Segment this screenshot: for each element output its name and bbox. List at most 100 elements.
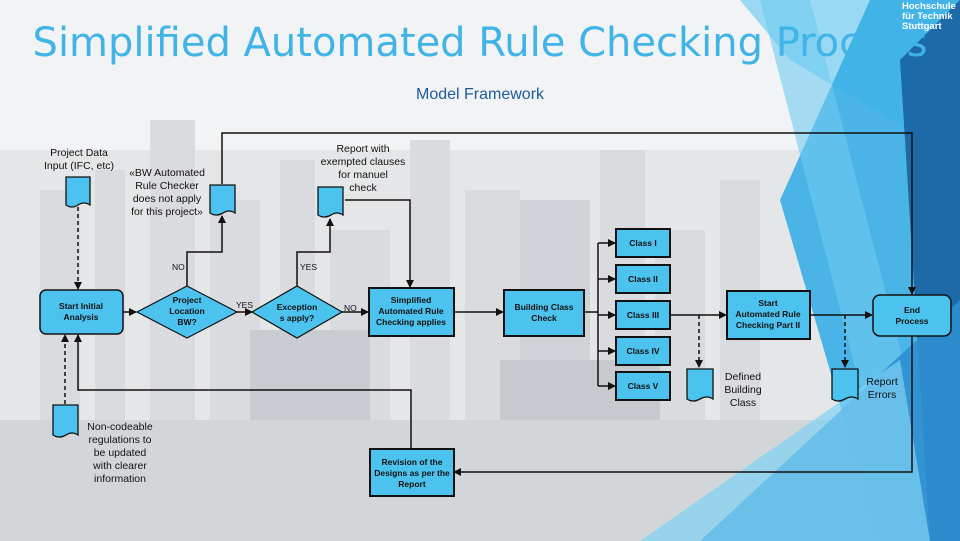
- report-errors-document-icon: [831, 368, 859, 402]
- class-2-node[interactable]: Class II: [615, 264, 671, 294]
- note-line: information: [94, 473, 146, 485]
- node-label: Automated Rule: [735, 309, 800, 319]
- class-1-node[interactable]: Class I: [615, 228, 671, 258]
- note-line: Rule Checker: [135, 180, 199, 192]
- note-line: exempted clauses: [320, 156, 406, 168]
- logo-line: Hochschule: [902, 1, 956, 12]
- svg-text:Checking applies: Checking applies: [376, 317, 446, 327]
- svg-text:Project: Project: [173, 295, 202, 305]
- project-data-document-icon: [65, 176, 91, 208]
- edge-exceptions-yes: [296, 218, 334, 286]
- report-errors-label: Report Errors: [858, 376, 906, 402]
- note-line: Project Data: [50, 147, 108, 159]
- class-5-node[interactable]: Class V: [615, 371, 671, 401]
- note-line: for this project»: [131, 206, 203, 218]
- end-process-node[interactable]: End Process: [872, 294, 952, 337]
- bw-checker-document-icon: [209, 184, 236, 216]
- node-label: Class II: [628, 274, 658, 284]
- node-label: End: [904, 305, 920, 315]
- edge-location-no: [186, 215, 226, 286]
- note-line: «BW Automated: [129, 167, 205, 179]
- node-label: Start Initial: [59, 301, 103, 311]
- class-4-node[interactable]: Class IV: [615, 336, 671, 366]
- node-label: Check: [531, 313, 557, 323]
- revision-node[interactable]: Revision of the Designs as per the Repor…: [369, 448, 455, 497]
- svg-text:Designs as per the: Designs as per the: [374, 468, 450, 478]
- project-data-label: Project Data Input (IFC, etc): [38, 147, 120, 173]
- svg-text:Start: Start: [758, 298, 778, 308]
- node-label: Class IV: [626, 346, 659, 356]
- note-line: check: [349, 182, 377, 194]
- node-label: Exception: [277, 302, 318, 312]
- edge-report-simplified: [345, 199, 414, 288]
- svg-text:Check: Check: [531, 313, 557, 323]
- node-label: Automated Rule: [378, 306, 443, 316]
- edge-end-revision: [453, 336, 913, 476]
- node-label: Class I: [629, 238, 656, 248]
- note-line: for manuel: [338, 169, 388, 181]
- svg-text:BW?: BW?: [177, 317, 196, 327]
- class-3-node[interactable]: Class III: [615, 300, 671, 330]
- node-label: Class V: [628, 381, 659, 391]
- note-line: with clearer: [93, 460, 147, 472]
- svg-text:s apply?: s apply?: [280, 313, 314, 323]
- note-line: be updated: [93, 447, 147, 459]
- node-label: Checking Part II: [736, 320, 800, 330]
- svg-text:Exception: Exception: [277, 302, 318, 312]
- svg-text:Simplified: Simplified: [391, 295, 432, 305]
- university-logo: Hochschule für Technik Stuttgart: [902, 2, 958, 32]
- svg-text:Building Class: Building Class: [514, 302, 573, 312]
- node-label: Project: [173, 295, 202, 305]
- node-label: Simplified: [391, 295, 432, 305]
- note-line: Building: [724, 384, 762, 396]
- note-line: Report: [866, 376, 898, 388]
- svg-text:Checking Part II: Checking Part II: [736, 320, 800, 330]
- node-label: Revision of the: [382, 457, 443, 467]
- location-decision[interactable]: Project Location BW?: [135, 285, 239, 339]
- node-label: s apply?: [280, 313, 314, 323]
- page-subtitle: Model Framework: [415, 86, 545, 103]
- logo-line: Stuttgart: [902, 21, 942, 32]
- note-line: Input (IFC, etc): [43, 160, 115, 172]
- svg-text:Process: Process: [895, 316, 928, 326]
- node-label: Designs as per the: [374, 468, 450, 478]
- edge-revision-start: [74, 334, 412, 448]
- node-label: BW?: [177, 317, 196, 327]
- edge-label-no: NO: [344, 303, 357, 313]
- simplified-checking-node[interactable]: Simplified Automated Rule Checking appli…: [368, 287, 455, 337]
- node-label: Start: [758, 298, 778, 308]
- defined-class-label: Defined Building Class: [716, 371, 770, 410]
- edge-label-yes: YES: [236, 300, 253, 310]
- note-line: does not apply: [132, 193, 202, 205]
- svg-text:Start Initial: Start Initial: [59, 301, 103, 311]
- note-line: Errors: [867, 389, 897, 401]
- building-class-check-node[interactable]: Building Class Check: [503, 289, 585, 337]
- edge-label-no: NO: [172, 262, 185, 272]
- svg-text:Location: Location: [169, 306, 204, 316]
- node-label: Location: [169, 306, 204, 316]
- note-line: Defined: [724, 371, 762, 383]
- svg-text:Analysis: Analysis: [64, 312, 99, 322]
- note-line: regulations to: [88, 434, 152, 446]
- bw-checker-label: «BW Automated Rule Checker does not appl…: [122, 167, 212, 219]
- defined-class-document-icon: [686, 368, 714, 402]
- svg-text:Report: Report: [398, 479, 426, 489]
- exceptions-decision[interactable]: Exception s apply?: [250, 285, 344, 339]
- note-line: Class: [729, 397, 757, 409]
- edge-bw-end: [221, 132, 916, 295]
- svg-text:End: End: [904, 305, 920, 315]
- non-codeable-label: Non-codeable regulations to be updated w…: [78, 421, 162, 486]
- start-analysis-node[interactable]: Start Initial Analysis: [39, 289, 124, 335]
- svg-text:Revision of the: Revision of the: [382, 457, 443, 467]
- node-label: Checking applies: [376, 317, 446, 327]
- node-label: Analysis: [64, 312, 99, 322]
- node-label: Process: [895, 316, 928, 326]
- checking-part2-node[interactable]: Start Automated Rule Checking Part II: [726, 290, 811, 340]
- node-label: Report: [398, 479, 426, 489]
- note-line: Report with: [336, 143, 390, 155]
- report-exempted-label: Report with exempted clauses for manuel …: [313, 143, 413, 195]
- non-codeable-document-icon: [52, 404, 79, 438]
- node-label: Class III: [627, 310, 659, 320]
- page-title: Simplified Automated Rule Checking Proce…: [32, 20, 928, 66]
